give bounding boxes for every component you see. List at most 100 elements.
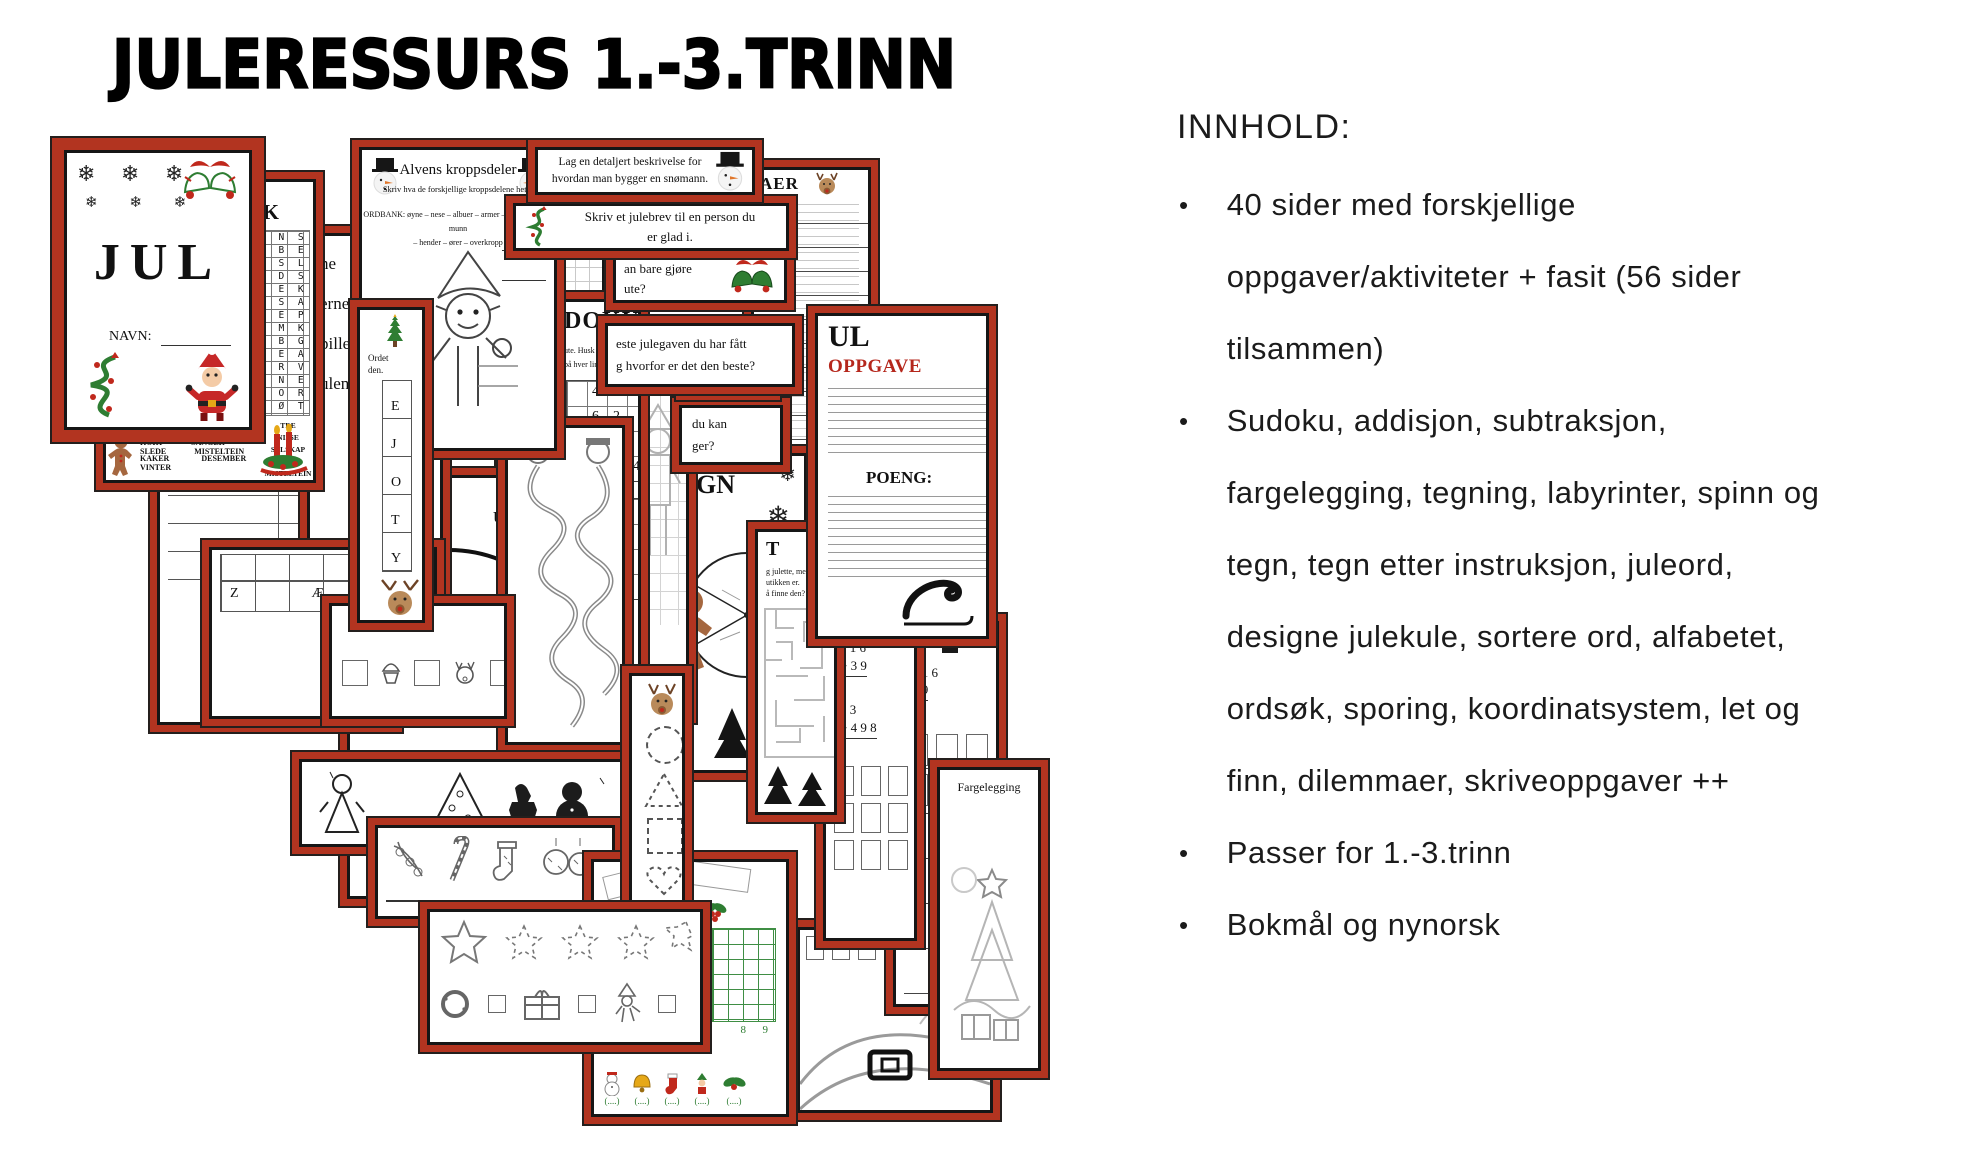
santa-icon — [185, 347, 239, 421]
list-item: • 40 sider med forskjellige oppgaver/akt… — [1165, 169, 1885, 385]
trace-triangle — [644, 772, 682, 807]
green-grid — [712, 928, 776, 1022]
snowman-head-icon — [716, 151, 744, 191]
elf-outline-icon — [615, 982, 641, 1023]
elf-icon — [697, 1073, 707, 1094]
bullet-icon: • — [1179, 838, 1189, 868]
card-skriveoppgave-1: an bare gjøre ute? — [604, 246, 796, 312]
count-field: (....) — [726, 1096, 742, 1106]
page-title: JULERESSURS 1.-3.TRINN — [111, 25, 957, 106]
bells-icon — [183, 161, 237, 199]
snowflakes: ❄ ❄ ❄ — [77, 161, 194, 186]
count-item: (....) — [722, 1072, 746, 1106]
grid-numbers: 8 9 — [740, 1024, 769, 1036]
alvens-title: Alvens kroppsdeler — [399, 162, 517, 178]
ribbon-tree-icon — [525, 206, 547, 247]
holly-icon — [723, 1077, 746, 1090]
count-row — [342, 660, 504, 686]
reindeer-outline-icon — [455, 661, 475, 684]
ordsok-words-row1: KORT SANGER SLEDE MISTELTEIN — [140, 438, 245, 456]
list-item: • Sudoku, addisjon, subtraksjon, fargele… — [1165, 385, 1885, 817]
label-line — [502, 280, 546, 281]
page-juleord-vertikal: Ordet den. E J O T Y — [348, 298, 434, 632]
reindeer-icon — [814, 172, 840, 196]
bell-icon — [633, 1074, 651, 1093]
sudoku-cell: 6 — [592, 409, 599, 424]
snowman-head-icon — [372, 158, 398, 195]
page-sporing-labyrint — [496, 416, 634, 754]
count-field: (....) — [694, 1096, 710, 1106]
spinn-title: GN — [696, 470, 735, 499]
bullet-icon: • — [1179, 190, 1189, 220]
sudoku-cell: 4 — [592, 384, 599, 399]
alvens-subtitle: Skriv hva de forskjellige kroppsdelene h… — [382, 184, 534, 194]
name-label: NAVN: — [109, 329, 152, 344]
snowflakes: ❄ ❄ ❄ — [85, 195, 201, 211]
sudoku-cell: 2 — [613, 409, 620, 424]
dilemmaer-title: AER — [760, 174, 799, 193]
stocking-icon — [665, 1073, 678, 1095]
reindeer-icon — [648, 683, 676, 715]
gift-outline-icon — [524, 990, 560, 1020]
list-item: • Bokmål og nynorsk — [1165, 889, 1885, 961]
prompt-text: du kan ger? — [692, 416, 728, 453]
bullet-text: 40 sider med forskjellige oppgaver/aktiv… — [1226, 187, 1742, 366]
stocking-icon — [492, 841, 517, 881]
name-line — [161, 345, 231, 346]
mistletoe-icon — [393, 841, 423, 877]
tegneoppgave-subtitle: OPPGAVE — [828, 356, 922, 377]
holly-icon — [703, 903, 727, 922]
sum-operand: + 3 9 — [840, 658, 867, 677]
maze — [764, 608, 834, 758]
card-skriveoppgave-2: este julegaven du har fått g hvorfor er … — [596, 314, 804, 396]
prompt-text: Skriv et julebrev til en person du er gl… — [584, 209, 756, 244]
prompt-text: an bare gjøre ute? — [624, 261, 692, 296]
answer-boxes — [834, 766, 908, 870]
reindeer-icon — [381, 579, 419, 615]
cover-title: JUL — [93, 234, 223, 291]
tree-icon — [387, 314, 403, 347]
candy-cane-icon — [449, 836, 470, 881]
cupcake-icon — [381, 663, 401, 684]
trace-square — [647, 818, 682, 854]
innhold-list: • 40 sider med forskjellige oppgaver/akt… — [1165, 169, 1885, 961]
page-labyrint: T g julette, men de utikken er. å finne … — [746, 520, 846, 824]
fargelegging-title: Fargelegging — [957, 780, 1021, 794]
count-icons: (....) (....) (....) (....) — [602, 1072, 746, 1106]
list-item: • Passer for 1.-3.trinn — [1165, 817, 1885, 889]
card-skriveoppgave-3: du kan ger? — [670, 396, 792, 474]
count-item: (....) — [602, 1072, 622, 1106]
elf-lineart — [431, 250, 518, 406]
count-icons-row — [438, 982, 676, 1026]
count-item: (....) — [692, 1072, 712, 1106]
trace-heart — [646, 866, 682, 896]
coloring-lineart — [951, 867, 1031, 1041]
sudoku-instr2: på hver linje også. — [564, 360, 623, 369]
ordsok-words-row2: KAKER DESEMBER VINTER — [140, 454, 247, 472]
labyrint-title: T — [766, 538, 780, 560]
snowman-icon — [604, 1072, 620, 1096]
trace-circle — [646, 726, 682, 764]
count-field: (....) — [604, 1096, 620, 1106]
instruction-lines — [828, 388, 986, 460]
page-tegneoppgave: UL OPPGAVE POENG: — [806, 304, 998, 648]
tegneoppgave-title: UL — [828, 320, 870, 353]
bullet-icon: • — [1179, 406, 1189, 436]
count-item: (....) — [632, 1072, 652, 1106]
sudoku-cell: 4 — [633, 459, 640, 474]
page-sporing-stjerner — [418, 900, 712, 1054]
count-item: (....) — [662, 1072, 682, 1106]
card-julebrev: Skriv et julebrev til en person du er gl… — [504, 194, 798, 260]
squiggle-paths — [526, 438, 620, 728]
page-fargelegging: Fargelegging — [928, 758, 1050, 1080]
tree-silhouettes-icon — [764, 766, 826, 806]
candles-icon — [260, 424, 308, 476]
table-divider — [278, 468, 279, 588]
bells-icon — [731, 260, 773, 293]
innhold-heading: INNHOLD: — [1177, 108, 1352, 146]
header-fragment: Ordet den. — [368, 353, 389, 375]
prompt-text: Lag en detaljert beskrivelse for hvordan… — [551, 156, 709, 185]
page-cover: ❄ ❄ ❄ ❄ ❄ ❄ JUL NAVN: — [50, 136, 266, 444]
sum-operand: + 4 9 8 — [840, 720, 877, 739]
